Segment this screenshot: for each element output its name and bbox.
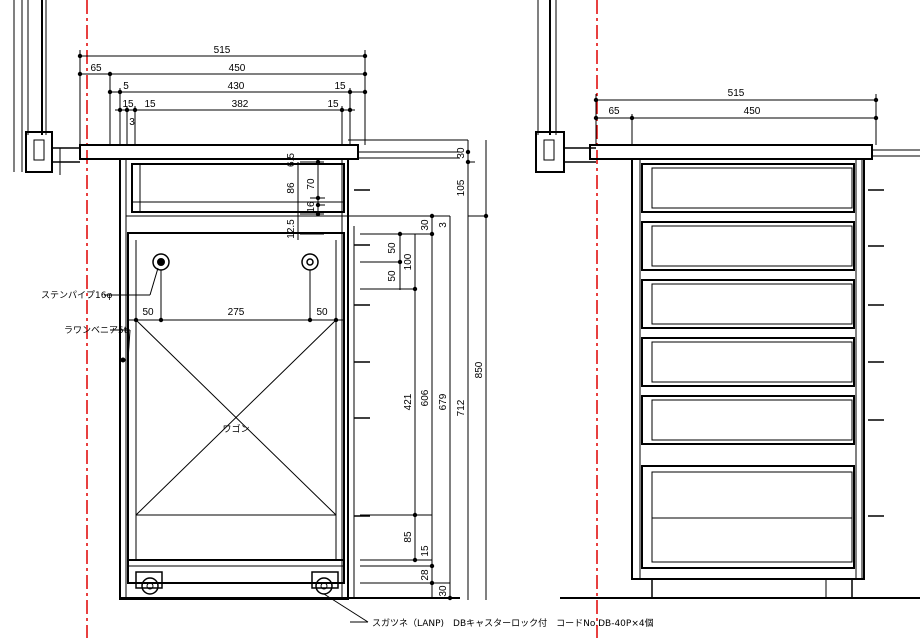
dim-12-5: 12.5 [286,219,297,239]
dim-5: 5 [123,81,129,92]
left-wall-frame [13,0,80,175]
dim-421: 421 [403,393,414,410]
right-top-dimension-lines [595,94,877,145]
right-dim-450: 450 [744,106,761,117]
dim-15-low: 15 [420,545,431,557]
dim-30-mid: 30 [420,219,431,231]
dim-65: 65 [90,63,102,74]
dim-3-mid: 3 [438,222,449,228]
dim-86: 86 [286,182,297,194]
right-dimension-texts: 515 65 450 [608,88,760,117]
dim-16: 16 [306,201,317,213]
left-right-dimension-lines [297,139,487,600]
right-elevation-view [535,0,920,638]
pipe-right-icon [301,253,319,271]
right-wall-frame [535,0,596,173]
left-drawer [131,163,345,213]
dim-3: 3 [129,117,135,128]
dim-450: 450 [229,63,246,74]
dim-inner-50-left: 50 [142,307,154,318]
right-dim-515: 515 [728,88,745,99]
label-wagon: ワゴン [222,423,249,435]
dim-6-5: 6.5 [286,153,297,167]
dim-inner-275: 275 [228,307,245,318]
dim-430: 430 [228,81,245,92]
left-elevation-view [13,0,489,638]
dim-70: 70 [306,178,317,190]
dim-50-a: 50 [387,242,398,254]
dim-679: 679 [438,393,449,410]
left-top-dimension-lines [79,50,366,145]
left-top-board [79,144,359,160]
dim-850: 850 [474,361,485,378]
right-drawers [641,163,855,569]
label-stainless-pipe: ステンパイプ16φ [41,290,112,301]
wagon-cross-2 [135,319,337,516]
dim-105: 105 [456,179,467,196]
dim-30-top: 30 [456,147,467,159]
dim-15-c: 15 [144,99,156,110]
dim-inner-50-right: 50 [316,307,328,318]
right-top-board [589,144,873,160]
dim-606: 606 [420,389,431,406]
label-lauan-plywood: ラワンベニア5t [64,325,128,336]
dim-85: 85 [403,531,414,543]
dim-15-d: 15 [327,99,339,110]
dim-15-a: 15 [334,81,346,92]
dim-382: 382 [232,99,249,110]
caster-left-icon [135,571,163,595]
dim-515: 515 [214,45,231,56]
dim-100: 100 [403,253,414,270]
wagon-frame [127,232,345,584]
dim-15-b: 15 [122,99,134,110]
dim-30-low: 30 [438,585,449,597]
dim-712: 712 [456,399,467,416]
dim-50-b: 50 [387,270,398,282]
label-caster-note: スガツネ（LANP) DBキャスターロック付 コードNo.DB-40P×4個 [372,617,654,629]
right-dim-65: 65 [608,106,620,117]
left-cabinet-body [119,158,349,600]
right-handles [868,189,884,517]
dim-28: 28 [420,569,431,581]
left-dimension-texts: 515 65 450 5 430 15 15 15 382 15 3 6.5 3… [41,45,654,629]
left-handles [354,189,370,517]
right-base [651,578,853,599]
